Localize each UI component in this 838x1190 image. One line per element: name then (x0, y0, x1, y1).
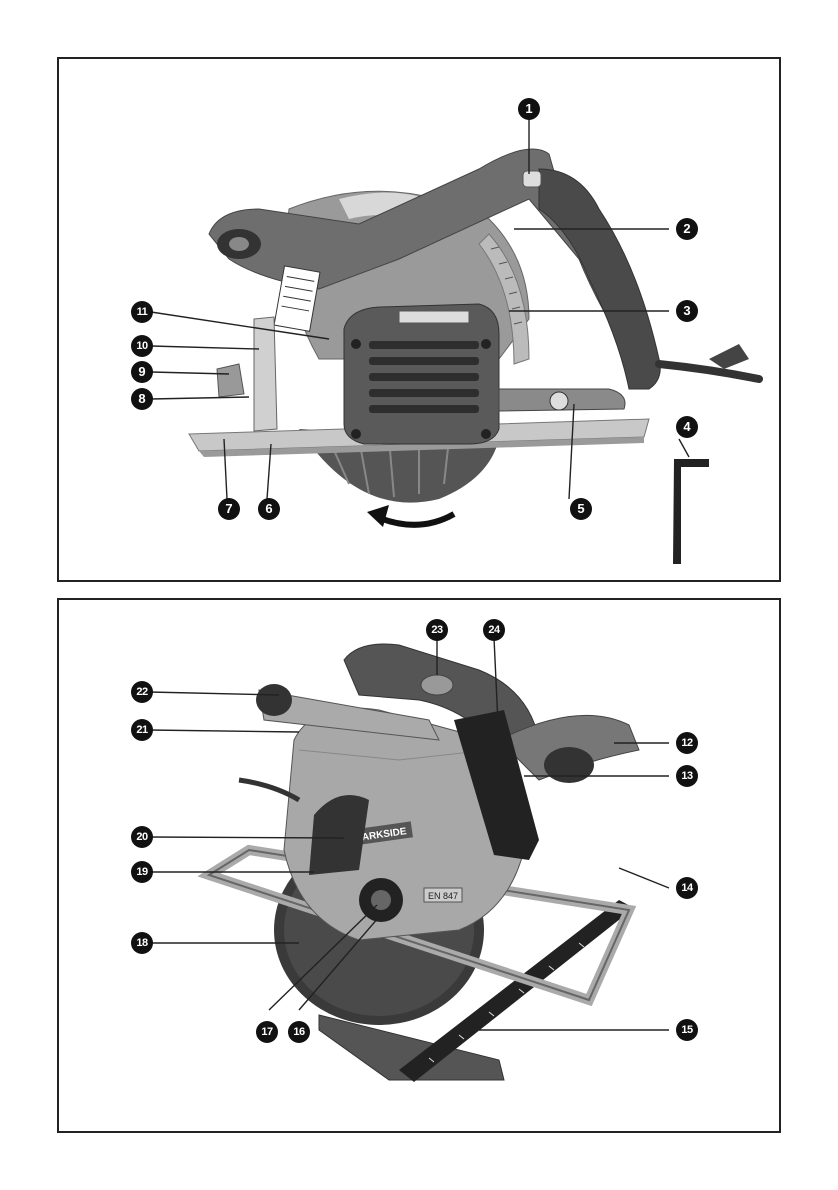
circular-saw-blade-side-view-illustration: PARKSIDE EN 847 (59, 600, 779, 1131)
callout-14: 14 (676, 877, 698, 899)
callout-12: 12 (676, 732, 698, 754)
figure-panel-top: 1 2 3 4 5 6 7 8 9 10 11 (57, 57, 781, 582)
standard-label-text: EN 847 (428, 891, 458, 901)
callout-7: 7 (218, 498, 240, 520)
callout-16: 16 (288, 1021, 310, 1043)
callout-23: 23 (426, 619, 448, 641)
callout-6: 6 (258, 498, 280, 520)
callout-17: 17 (256, 1021, 278, 1043)
callout-24: 24 (483, 619, 505, 641)
callout-2: 2 (676, 218, 698, 240)
callout-8: 8 (131, 388, 153, 410)
callout-13: 13 (676, 765, 698, 787)
circular-saw-side-view-illustration (59, 59, 779, 580)
figure-panel-bottom: PARKSIDE EN 847 12 13 14 15 (57, 598, 781, 1133)
callout-5: 5 (570, 498, 592, 520)
callout-11: 11 (131, 301, 153, 323)
callout-9: 9 (131, 361, 153, 383)
callout-4: 4 (676, 416, 698, 438)
callout-22: 22 (131, 681, 153, 703)
callout-19: 19 (131, 861, 153, 883)
callout-1: 1 (518, 98, 540, 120)
callout-21: 21 (131, 719, 153, 741)
callout-20: 20 (131, 826, 153, 848)
callout-3: 3 (676, 300, 698, 322)
callout-10: 10 (131, 335, 153, 357)
callout-18: 18 (131, 932, 153, 954)
callout-15: 15 (676, 1019, 698, 1041)
